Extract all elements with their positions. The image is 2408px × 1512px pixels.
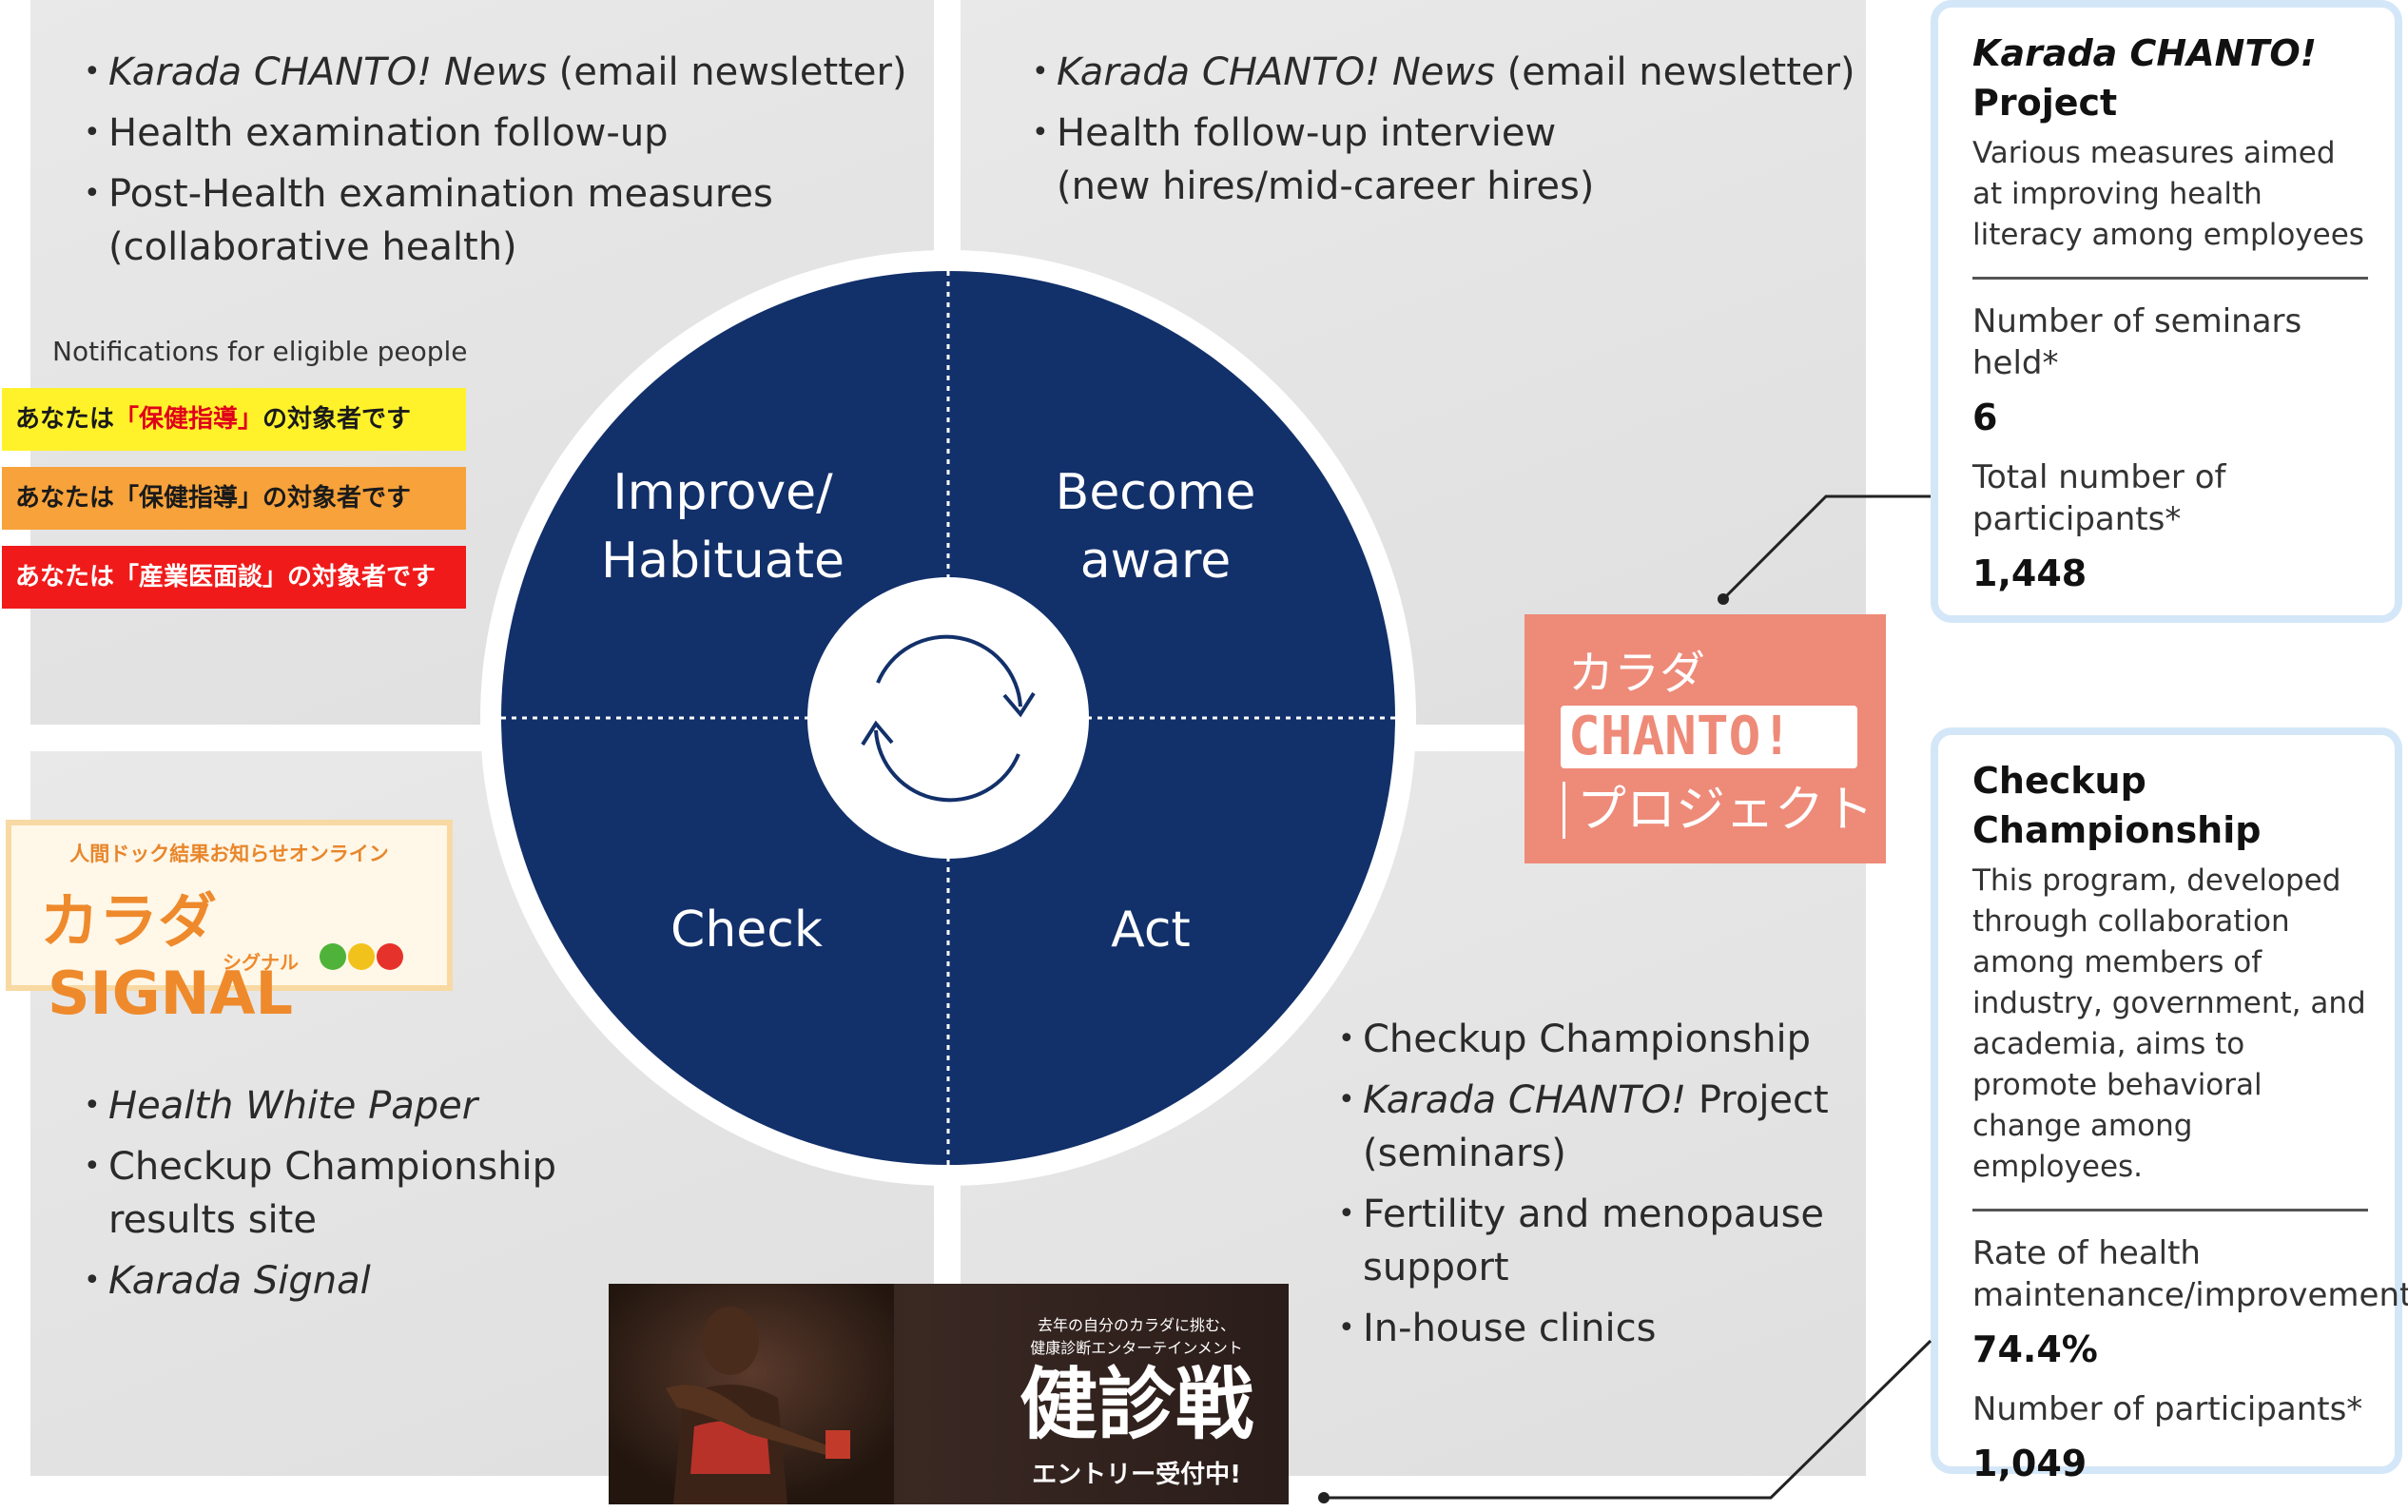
list-item: Karada Signal — [84, 1254, 556, 1308]
list-item: Karada CHANTO! Project(seminars) — [1338, 1074, 1829, 1180]
participants-value: 1,049 — [1972, 1443, 2088, 1484]
health-rate-value: 74.4% — [1972, 1328, 2098, 1370]
health-rate-label: Rate of health maintenance/improvement* — [1972, 1234, 2408, 1314]
connector-chanto — [1721, 494, 1931, 601]
stage-label-check: Check — [670, 901, 823, 959]
chanto-logo-band — [1561, 706, 1857, 768]
signal-logo-sub: シグナル — [223, 951, 299, 974]
panel-description: This program, developed through collabor… — [1972, 863, 2366, 1184]
cycle-wheel — [501, 271, 1395, 1165]
karada-chanto-project-logo: カラダ CHANTO! プロジェクト — [1524, 614, 1886, 863]
list-item: Post-Health examination measures(collabo… — [84, 167, 907, 274]
list-item: Checkup Championship — [1338, 1013, 1829, 1066]
aware-measures-list: Karada CHANTO! News (email newsletter) H… — [1032, 46, 1855, 213]
chanto-logo-line3: プロジェクト — [1563, 782, 1874, 839]
kenshinsen-banner: 去年の自分のカラダに挑む、 健康診断エンターテインメント 健診戦 エントリー受付… — [609, 1284, 1289, 1504]
check-measures-list: Health White Paper Checkup Championshipr… — [84, 1079, 556, 1308]
banner-tagline-2: 健康診断エンターテインメント — [1030, 1339, 1243, 1357]
connector-championship-dot — [1318, 1492, 1330, 1503]
list-item: Health follow-up interview(new hires/mid… — [1032, 107, 1855, 213]
cycle-arrows-icon — [861, 634, 1036, 803]
notifications-title: Notifications for eligible people — [52, 336, 468, 367]
panel-title: Checkup Championship — [1972, 760, 2262, 851]
seminars-held-label: Number of seminars held* — [1972, 302, 2302, 382]
notification-badge-health-guidance-orange: あなたは「保健指導」の対象者です — [2, 467, 466, 530]
traffic-light-icon — [320, 943, 403, 970]
checkup-championship-panel: Checkup Championship This program, devel… — [1931, 727, 2408, 1484]
panel-title: Karada CHANTO!Project — [1972, 32, 2318, 124]
notification-badge-health-guidance-yellow: あなたは「保健指導」の対象者です — [2, 388, 466, 451]
athlete-photo — [609, 1284, 894, 1504]
panel-divider — [1972, 277, 2368, 280]
act-measures-list: Checkup Championship Karada CHANTO! Proj… — [1338, 1013, 1829, 1355]
notification-badge-physician-interview: あなたは「産業医面談」の対象者です — [2, 546, 466, 609]
panel-divider — [1972, 1209, 2368, 1212]
stage-label-improve: Improve/Habituate — [600, 464, 845, 590]
list-item: Karada CHANTO! News (email newsletter) — [84, 46, 907, 99]
banner-cta: エントリー受付中! — [1032, 1461, 1241, 1489]
karada-signal-logo: 人間ドック結果お知らせオンライン カラダSIGNAL シグナル — [6, 820, 453, 1028]
signal-logo-top-text: 人間ドック結果お知らせオンライン — [69, 843, 389, 865]
connector-championship — [1324, 1339, 1932, 1500]
list-item: In-house clinics — [1338, 1302, 1829, 1355]
karada-chanto-project-panel: Karada CHANTO!Project Various measures a… — [1931, 0, 2402, 623]
list-item: Karada CHANTO! News (email newsletter) — [1032, 46, 1855, 99]
total-participants-value: 1,448 — [1972, 552, 2088, 594]
improve-measures-list: Karada CHANTO! News (email newsletter) H… — [84, 46, 907, 274]
banner-tagline-1: 去年の自分のカラダに挑む、 — [1037, 1316, 1235, 1334]
signal-logo-main: カラダSIGNAL — [40, 886, 293, 1028]
wheel-center-hub — [807, 577, 1089, 859]
seminars-held-value: 6 — [1972, 397, 1998, 438]
panel-description: Various measures aimed at improving heal… — [1972, 136, 2364, 252]
participants-label: Number of participants* — [1972, 1390, 2363, 1428]
stage-label-act: Act — [1111, 901, 1191, 959]
banner-title: 健診戦 — [1019, 1360, 1253, 1450]
chanto-logo-line2: CHANTO! — [1568, 706, 1794, 767]
connector-chanto-dot — [1718, 593, 1729, 605]
total-participants-label: Total number of participants* — [1972, 458, 2226, 538]
list-item: Health White Paper — [84, 1079, 556, 1133]
chanto-logo-line1: カラダ — [1568, 647, 1706, 700]
list-item: Health examination follow-up — [84, 107, 907, 160]
